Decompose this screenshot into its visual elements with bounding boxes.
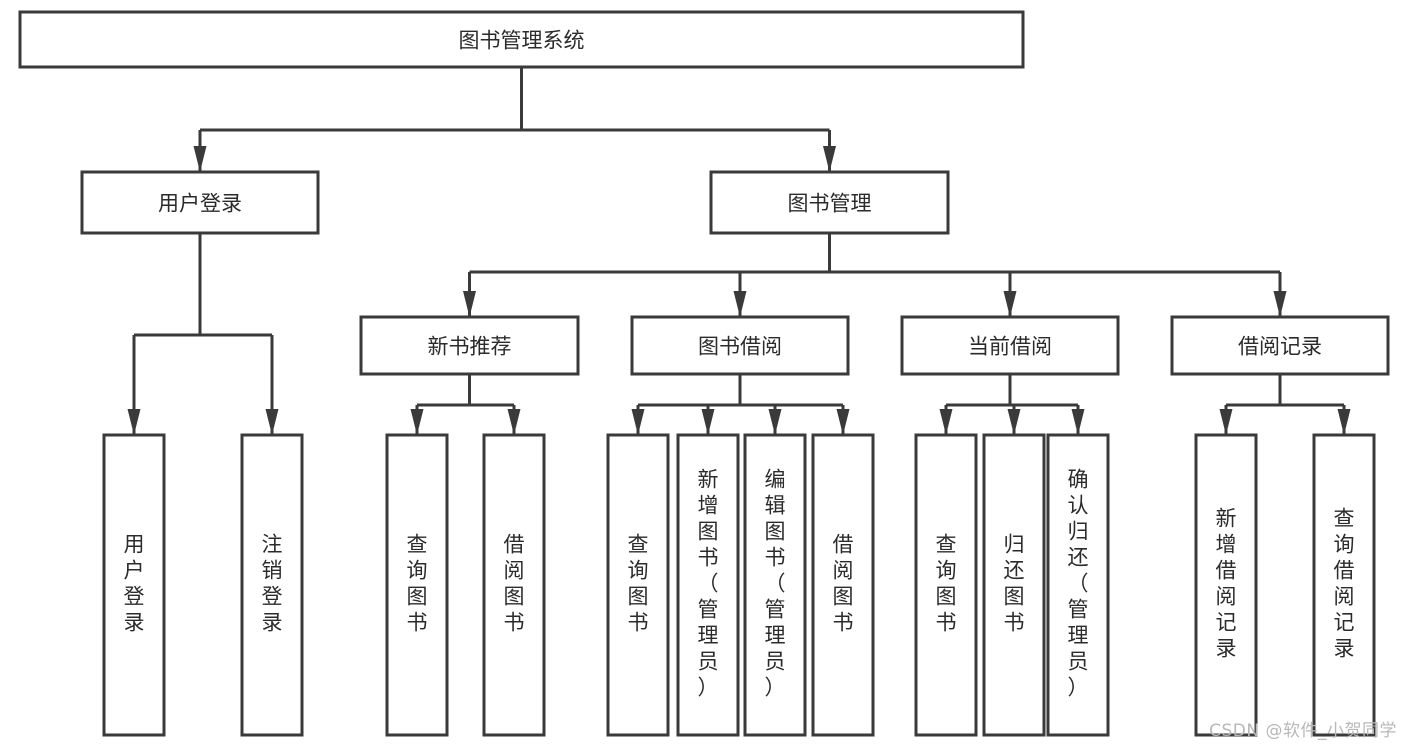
node-l2_3[interactable]: 借阅记录: [1170, 315, 1390, 376]
node-leaf_borrow_1[interactable]: 新增图书（管理员）: [676, 433, 740, 737]
node-label: 当前借阅: [968, 335, 1052, 359]
node-label: 图书借阅: [698, 335, 782, 359]
node-l2_2[interactable]: 当前借阅: [900, 315, 1120, 376]
node-label: 用户登录: [158, 192, 242, 216]
node-box[interactable]: [900, 315, 1120, 376]
arrow-head-icon: [265, 409, 279, 435]
arrow-head-icon: [631, 409, 645, 435]
edge-group-l2_2: [939, 374, 1085, 435]
node-box[interactable]: [676, 433, 740, 737]
node-label: 查询图书: [936, 533, 957, 635]
node-box[interactable]: [102, 433, 166, 737]
node-leaf_borrow_2[interactable]: 编辑图书（管理员）: [743, 433, 807, 737]
node-label: 借阅记录: [1238, 335, 1322, 359]
node-box[interactable]: [1312, 433, 1376, 737]
node-leaf_user_1[interactable]: 注销登录: [240, 433, 304, 737]
node-label: 查询借阅记录: [1334, 507, 1355, 661]
arrow-head-icon: [410, 409, 424, 435]
node-leaf_borrow_0[interactable]: 查询图书: [606, 433, 670, 737]
node-l1_1[interactable]: 图书管理: [709, 170, 950, 235]
edge-group-l2_0: [410, 374, 521, 435]
node-box[interactable]: [385, 433, 449, 737]
arrow-head-icon: [701, 409, 715, 435]
node-layer: 图书管理系统用户登录图书管理新书推荐图书借阅当前借阅借阅记录用户登录注销登录查询…: [18, 10, 1390, 737]
node-box[interactable]: [606, 433, 670, 737]
arrow-head-icon: [733, 291, 747, 317]
arrow-head-icon: [1007, 409, 1021, 435]
node-box[interactable]: [630, 315, 850, 376]
node-label: 查询图书: [407, 533, 428, 635]
node-root[interactable]: 图书管理系统: [18, 10, 1025, 69]
node-l2_1[interactable]: 图书借阅: [630, 315, 850, 376]
node-l2_0[interactable]: 新书推荐: [359, 315, 580, 376]
node-leaf_record_0[interactable]: 新增借阅记录: [1194, 433, 1258, 737]
node-label: 归还图书: [1004, 533, 1025, 635]
node-label: 借阅图书: [833, 533, 854, 635]
node-box[interactable]: [914, 433, 978, 737]
node-leaf_new_0[interactable]: 查询图书: [385, 433, 449, 737]
node-label: 借阅图书: [504, 533, 525, 635]
node-label: 用户登录: [124, 533, 145, 635]
arrow-head-icon: [1273, 291, 1287, 317]
node-box[interactable]: [240, 433, 304, 737]
node-box[interactable]: [1170, 315, 1390, 376]
node-leaf_record_1[interactable]: 查询借阅记录: [1312, 433, 1376, 737]
node-label: 新增图书（管理员）: [698, 468, 719, 700]
node-box[interactable]: [18, 10, 1025, 69]
edge-group-l1_0: [127, 233, 279, 435]
node-label: 图书管理系统: [459, 29, 585, 53]
node-label: 查询图书: [628, 533, 649, 635]
node-box[interactable]: [359, 315, 580, 376]
connector-layer: [127, 67, 1351, 435]
arrow-head-icon: [1071, 409, 1085, 435]
node-label: 新书推荐: [428, 335, 512, 359]
node-box[interactable]: [811, 433, 875, 737]
node-label: 编辑图书（管理员）: [765, 468, 786, 700]
node-box[interactable]: [709, 170, 950, 235]
node-leaf_borrow_3[interactable]: 借阅图书: [811, 433, 875, 737]
arrow-head-icon: [1003, 291, 1017, 317]
arrow-head-icon: [1337, 409, 1351, 435]
arrow-head-icon: [1219, 409, 1233, 435]
node-leaf_current_1[interactable]: 归还图书: [982, 433, 1046, 737]
node-label: 新增借阅记录: [1216, 507, 1237, 661]
edge-group-root: [193, 67, 836, 172]
arrow-head-icon: [507, 409, 521, 435]
arrow-head-icon: [193, 146, 207, 172]
node-leaf_current_2[interactable]: 确认归还（管理员）: [1046, 433, 1110, 737]
node-label: 图书管理: [788, 192, 872, 216]
node-leaf_new_1[interactable]: 借阅图书: [482, 433, 546, 737]
node-box[interactable]: [982, 433, 1046, 737]
node-label: 注销登录: [262, 533, 283, 635]
arrow-head-icon: [127, 409, 141, 435]
edge-group-l2_1: [631, 374, 850, 435]
node-label: 确认归还（管理员）: [1068, 468, 1089, 700]
arrow-head-icon: [836, 409, 850, 435]
node-box[interactable]: [1046, 433, 1110, 737]
node-box[interactable]: [482, 433, 546, 737]
node-box[interactable]: [743, 433, 807, 737]
node-box[interactable]: [80, 170, 320, 235]
node-leaf_current_0[interactable]: 查询图书: [914, 433, 978, 737]
edge-group-l1_1: [463, 233, 1287, 317]
edge-group-l2_3: [1219, 374, 1351, 435]
arrow-head-icon: [939, 409, 953, 435]
arrow-head-icon: [768, 409, 782, 435]
node-leaf_user_0[interactable]: 用户登录: [102, 433, 166, 737]
node-l1_0[interactable]: 用户登录: [80, 170, 320, 235]
node-box[interactable]: [1194, 433, 1258, 737]
arrow-head-icon: [823, 146, 836, 172]
arrow-head-icon: [463, 291, 476, 317]
